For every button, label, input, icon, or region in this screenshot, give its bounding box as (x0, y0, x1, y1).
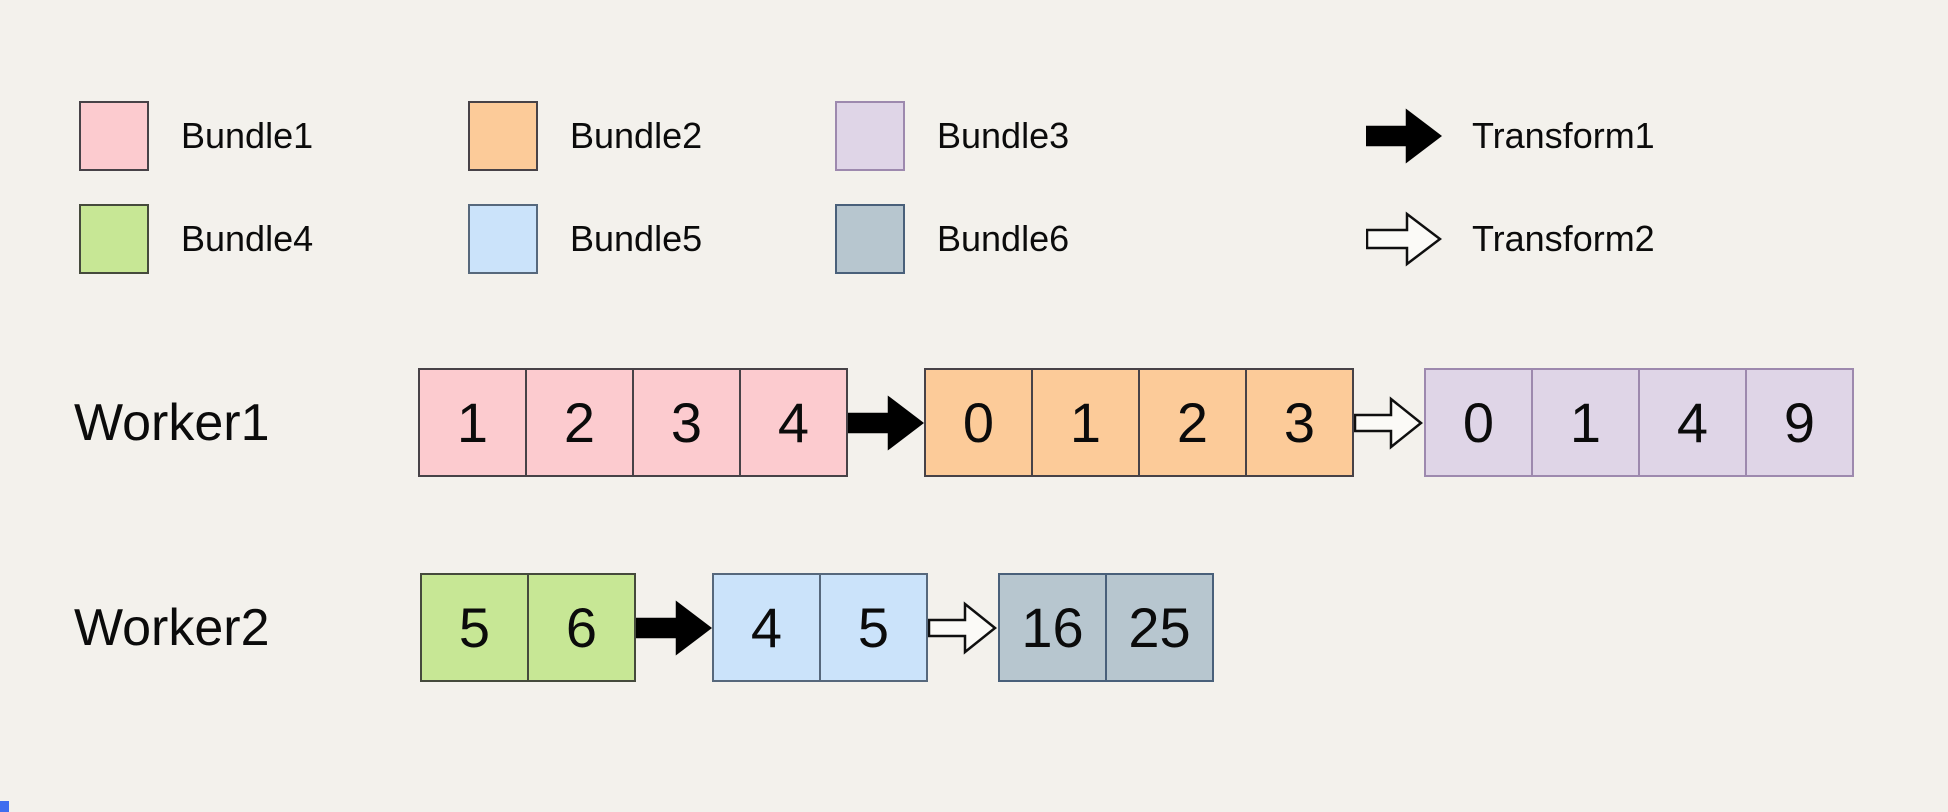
bundle3-cell: 1 (1531, 368, 1640, 477)
transform2-arrow-icon (928, 599, 998, 657)
legend-item-transform2: Transform2 (1366, 204, 1655, 274)
bundle1-cell: 1 (418, 368, 527, 477)
transform2-label: Transform2 (1472, 218, 1655, 259)
bundle3-label: Bundle3 (937, 115, 1070, 156)
bundle5-swatch (468, 204, 538, 274)
bundle2-cell: 1 (1031, 368, 1140, 477)
bundle5-cell: 5 (819, 573, 928, 682)
bottom-left-blue-mark (0, 801, 9, 812)
bundle2-label: Bundle2 (570, 115, 703, 156)
transform1-label: Transform1 (1472, 115, 1655, 156)
legend-item-bundle3: Bundle3 (835, 101, 1069, 171)
legend-item-bundle5: Bundle5 (468, 204, 702, 274)
bundle1-swatch (79, 101, 149, 171)
bundle5-cell: 4 (712, 573, 821, 682)
bundle1-cell: 2 (525, 368, 634, 477)
legend-item-bundle2: Bundle2 (468, 101, 702, 171)
legend-item-transform1: Transform1 (1366, 101, 1655, 171)
transform1-arrow-icon (1366, 107, 1442, 165)
bundle2-cell: 3 (1245, 368, 1354, 477)
transform1-arrow-icon (848, 394, 924, 452)
bundle2-swatch (468, 101, 538, 171)
bundle3-cell: 0 (1424, 368, 1533, 477)
bundle6-cell: 16 (998, 573, 1107, 682)
bundle1-cell: 3 (632, 368, 741, 477)
legend-item-bundle4: Bundle4 (79, 204, 313, 274)
bundle3-cell: 9 (1745, 368, 1854, 477)
bundle2-cell: 2 (1138, 368, 1247, 477)
worker1-label: Worker1 (74, 393, 270, 452)
bundle1-cell: 4 (739, 368, 848, 477)
transform2-arrow-icon (1354, 394, 1424, 452)
bundle2-cell: 0 (924, 368, 1033, 477)
bundle6-label: Bundle6 (937, 218, 1070, 259)
worker2-label: Worker2 (74, 598, 270, 657)
bundle6-cell: 25 (1105, 573, 1214, 682)
bundle3-cell: 4 (1638, 368, 1747, 477)
legend-item-bundle1: Bundle1 (79, 101, 313, 171)
bundle5-label: Bundle5 (570, 218, 703, 259)
bundle4-cell: 6 (527, 573, 636, 682)
legend-item-bundle6: Bundle6 (835, 204, 1069, 274)
bundle4-label: Bundle4 (181, 218, 314, 259)
bundle3-swatch (835, 101, 905, 171)
bundle6-swatch (835, 204, 905, 274)
bundle4-cell: 5 (420, 573, 529, 682)
bundle4-swatch (79, 204, 149, 274)
transform2-arrow-icon (1366, 210, 1442, 268)
transform1-arrow-icon (636, 599, 712, 657)
bundle1-label: Bundle1 (181, 115, 314, 156)
